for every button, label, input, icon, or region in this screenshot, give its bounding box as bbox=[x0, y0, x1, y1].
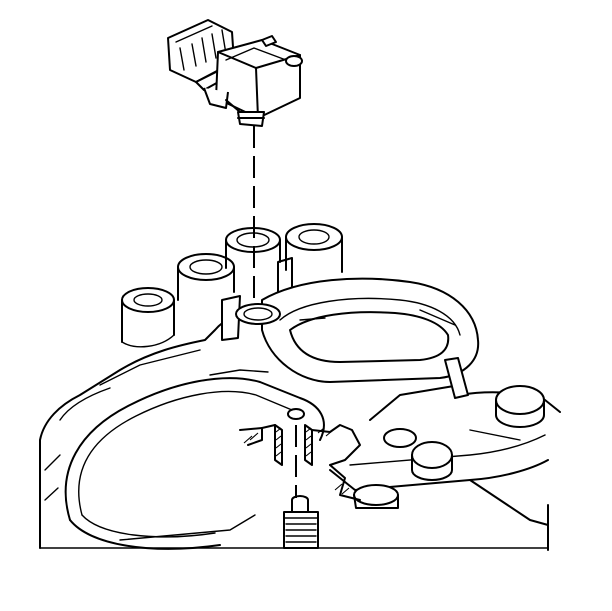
port-fitting bbox=[239, 408, 361, 501]
sensor bbox=[167, 19, 303, 127]
lower-fitting bbox=[283, 495, 319, 549]
bolt-boss bbox=[495, 385, 545, 415]
intake-manifold bbox=[39, 309, 561, 551]
bolt-boss bbox=[411, 441, 453, 469]
section-hatching bbox=[243, 427, 350, 495]
sensor-mount-boss bbox=[221, 277, 480, 399]
mounting-ear bbox=[285, 55, 303, 67]
bolt-hole bbox=[353, 484, 399, 506]
bolt-hole bbox=[383, 428, 417, 448]
alignment-guide bbox=[253, 126, 297, 498]
